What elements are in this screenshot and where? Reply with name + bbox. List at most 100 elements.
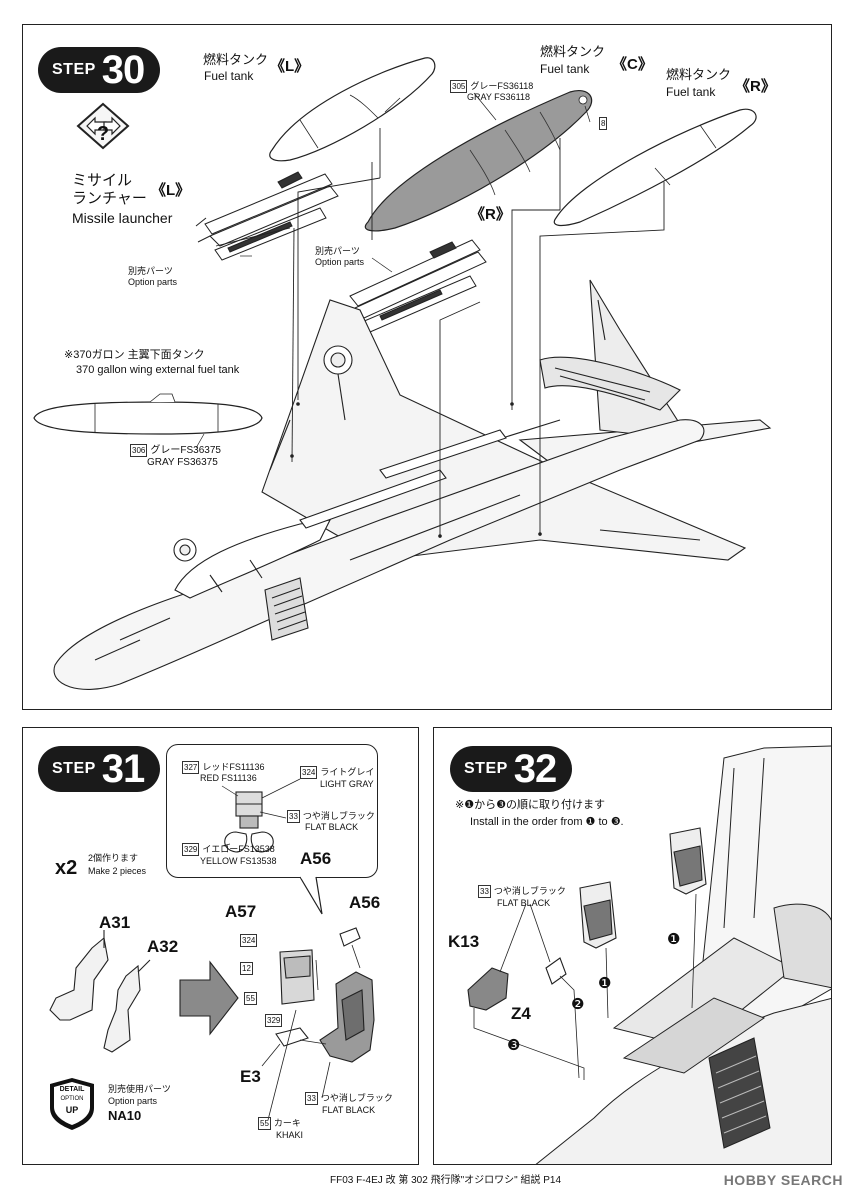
missile-jp-2: ランチャー bbox=[72, 190, 147, 207]
color-code-badge: 329 bbox=[182, 843, 200, 856]
part-e3-label: E3 bbox=[240, 1067, 261, 1086]
fuel-tank-left bbox=[269, 57, 436, 162]
wing-tank-en: 370 gallon wing external fuel tank bbox=[76, 364, 240, 376]
yellow-jp: イエローFS13538 bbox=[202, 843, 275, 854]
fuel-tank-center bbox=[364, 90, 593, 232]
order-marker-1a: ❶ bbox=[667, 931, 681, 948]
part-code-badge: 8 bbox=[599, 117, 608, 130]
ejection-seat-front bbox=[579, 881, 617, 949]
color-c-en: GRAY FS36118 bbox=[467, 92, 531, 102]
part-a57-label: A57 bbox=[225, 902, 257, 921]
color-code-badge: 33 bbox=[287, 810, 300, 823]
fuel-tank-c-en: Fuel tank bbox=[540, 62, 590, 76]
yellow-en: YELLOW FS13538 bbox=[200, 856, 277, 866]
step-number: 31 bbox=[101, 746, 145, 791]
step-30-badge: STEP 30 bbox=[38, 47, 161, 93]
flat-black-jp-2: つや消しブラック bbox=[320, 1092, 393, 1103]
part-a56-label: A56 bbox=[349, 893, 381, 912]
step-word: STEP bbox=[464, 760, 508, 777]
color-code-badge: 327 bbox=[182, 761, 200, 774]
flat-black-en-32: FLAT BLACK bbox=[497, 898, 551, 908]
order-marker-1b: ❶ bbox=[598, 975, 612, 992]
option-use-jp: 別売使用パーツ bbox=[108, 1084, 171, 1094]
step-32-illustration bbox=[467, 745, 831, 1164]
order-marker-3: ❸ bbox=[507, 1037, 521, 1054]
watermark: HOBBY SEARCH bbox=[723, 1172, 843, 1188]
red-en: RED FS11136 bbox=[200, 773, 257, 783]
light-gray-jp: ライトグレイ bbox=[320, 766, 375, 777]
option-part-label: NA10 bbox=[108, 1108, 142, 1123]
wing-color-en: GRAY FS36375 bbox=[147, 457, 218, 468]
code-55-label: 55 bbox=[244, 992, 260, 1005]
swap-icon: ? bbox=[76, 102, 130, 150]
code-324-label: 324 bbox=[240, 934, 260, 947]
color-code-badge: 33 bbox=[478, 885, 491, 898]
color-code-badge: 12 bbox=[240, 962, 253, 975]
color-code-badge: 324 bbox=[240, 934, 258, 947]
color-callout-box bbox=[166, 744, 378, 878]
page-footer: FF03 F-4EJ 改 第 302 飛行隊"オジロワシ" 組説 P14 bbox=[330, 1175, 562, 1186]
step-32-panel bbox=[433, 727, 832, 1165]
seat-frame-parts bbox=[49, 930, 151, 1053]
guide-lines bbox=[215, 128, 665, 538]
wing-external-tank bbox=[33, 393, 263, 435]
part-a31-label: A31 bbox=[99, 913, 131, 932]
color-code-badge: 324 bbox=[300, 766, 318, 779]
part-e3-shape bbox=[275, 1027, 309, 1047]
multiplier-label: x2 bbox=[55, 857, 78, 879]
code-329-label: 329 bbox=[265, 1014, 285, 1027]
seat-body-part bbox=[319, 927, 375, 1063]
color-code-badge: 329 bbox=[265, 1014, 283, 1027]
seat-cushion-part bbox=[279, 949, 315, 1005]
detail-up-badge-icon bbox=[50, 1078, 94, 1130]
khaki-jp: カーキ bbox=[273, 1117, 301, 1128]
part-k13-label: K13 bbox=[448, 932, 480, 951]
flat-black-jp-32: つや消しブラック bbox=[493, 885, 566, 896]
step-number: 30 bbox=[101, 47, 145, 92]
missile-jp-1: ミサイル bbox=[72, 172, 133, 189]
color-code-badge: 305 bbox=[450, 80, 468, 93]
color-c-jp: グレーFS36118 bbox=[470, 80, 534, 91]
color-code-badge: 306 bbox=[130, 444, 148, 457]
color-code-badge: 55 bbox=[244, 992, 257, 1005]
svg-text:?: ? bbox=[97, 123, 109, 145]
make-two-jp: 2個作ります bbox=[88, 853, 139, 863]
order-jp: ※❶から❸の順に取り付けます bbox=[455, 799, 605, 811]
option-jp-r: 別売パーツ bbox=[315, 246, 360, 256]
detail-badge-line3: UP bbox=[65, 1105, 79, 1115]
order-en: Install in the order from ❶ to ❸. bbox=[470, 816, 624, 828]
red-jp: レッドFS11136 bbox=[202, 761, 265, 772]
flat-black-jp: つや消しブラック bbox=[302, 810, 375, 821]
flat-black-en-2: FLAT BLACK bbox=[322, 1105, 376, 1115]
wing-tank-jp: ※370ガロン 主翼下面タンク bbox=[64, 349, 205, 361]
flat-black-en: FLAT BLACK bbox=[305, 822, 359, 832]
fuel-tank-l-en: Fuel tank bbox=[204, 69, 254, 83]
fuel-tank-c-jp: 燃料タンク bbox=[540, 44, 606, 59]
missile-launcher-right bbox=[349, 239, 487, 333]
callout-part-label: A56 bbox=[300, 849, 332, 868]
option-use-en: Option parts bbox=[108, 1096, 158, 1106]
wing-color-jp: グレーFS36375 bbox=[150, 445, 221, 457]
color-code-badge: 33 bbox=[305, 1092, 318, 1105]
guide-dots bbox=[290, 402, 542, 538]
missile-en: Missile launcher bbox=[72, 210, 173, 226]
missile-mark-r: 《R》 bbox=[470, 206, 511, 223]
step-word: STEP bbox=[52, 760, 96, 777]
step-32-badge: STEP 32 bbox=[450, 746, 573, 792]
detail-badge-line1: DETAIL bbox=[59, 1086, 85, 1093]
option-en-l: Option parts bbox=[128, 277, 178, 287]
order-marker-2: ❷ bbox=[571, 996, 585, 1013]
khaki-en: KHAKI bbox=[276, 1130, 304, 1140]
make-two-en: Make 2 pieces bbox=[88, 866, 147, 876]
part-z4-shape bbox=[545, 957, 567, 985]
fuel-tank-right bbox=[553, 108, 757, 227]
